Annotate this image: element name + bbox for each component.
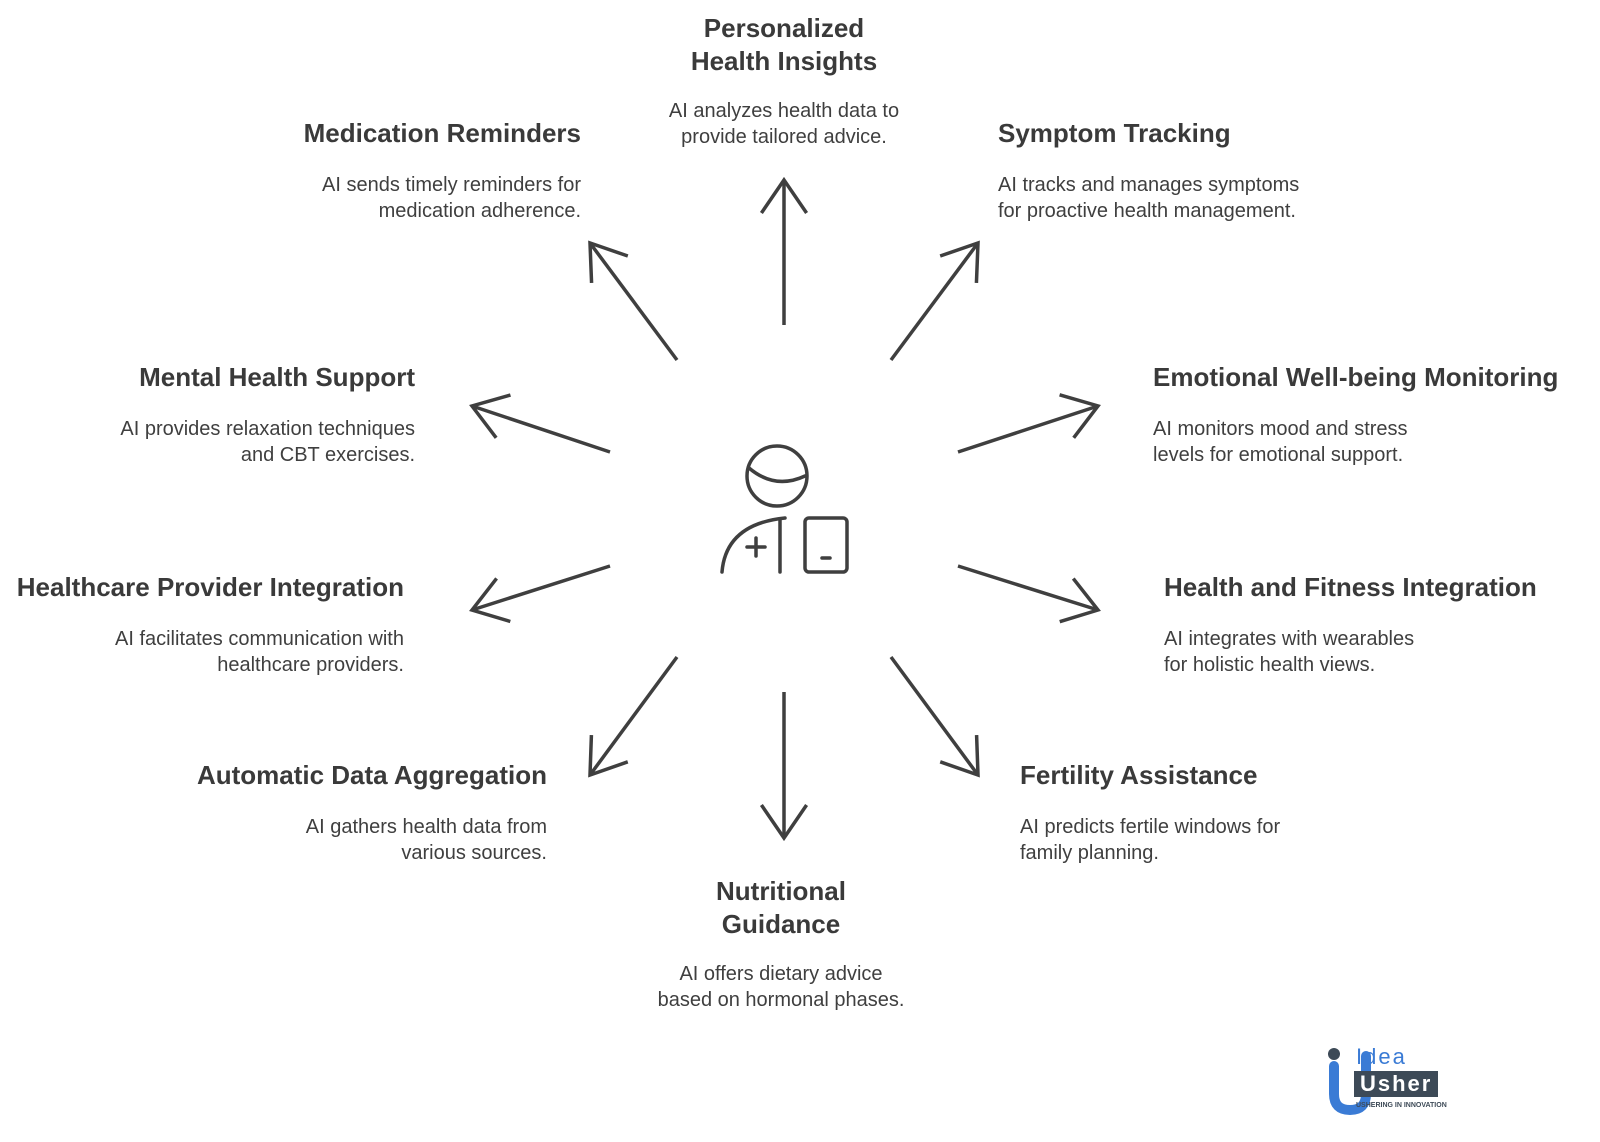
logo-text-idea: Idea (1356, 1044, 1407, 1069)
node-title: Health Insights (690, 46, 878, 76)
node-fertility-assistance: Fertility Assistance AI predicts fertile… (1020, 759, 1280, 866)
arrow-left-up (469, 393, 611, 454)
arrow-down (759, 692, 809, 842)
arrow-left-down (469, 564, 611, 624)
node-symptom-tracking: Symptom Tracking AI tracks and manages s… (998, 117, 1299, 224)
node-desc: levels for emotional support. (1153, 444, 1404, 466)
logo-tagline: USHERING IN INNOVATION (1356, 1102, 1447, 1109)
node-desc: AI predicts fertile windows for (1020, 816, 1281, 838)
node-title: Guidance (721, 909, 841, 939)
node-personalized-health-insights: Personalized Health Insights AI analyzes… (584, 12, 984, 150)
arrow-down-left (588, 655, 679, 778)
node-desc: AI analyzes health data to (668, 100, 900, 122)
node-desc: AI sends timely reminders for (322, 174, 581, 196)
node-desc: AI tracks and manages symptoms (998, 174, 1300, 196)
node-title: Healthcare Provider Integration (16, 572, 404, 602)
node-desc: medication adherence. (378, 200, 581, 222)
node-desc: AI integrates with wearables (1164, 628, 1415, 650)
node-desc: AI offers dietary advice (679, 963, 883, 985)
arrow-right-up (957, 393, 1101, 454)
node-healthcare-provider-integration: Healthcare Provider Integration AI facil… (17, 571, 404, 678)
node-title: Symptom Tracking (998, 118, 1231, 148)
logo-text-usher: Usher (1354, 1071, 1439, 1097)
node-desc: AI facilitates communication with (114, 628, 404, 650)
node-desc: various sources. (401, 842, 547, 864)
node-title: Automatic Data Aggregation (196, 760, 547, 790)
node-desc: AI provides relaxation techniques (120, 418, 415, 440)
arrow-right-down (957, 564, 1101, 624)
node-desc: for proactive health management. (998, 200, 1296, 222)
node-title: Mental Health Support (139, 362, 415, 392)
node-title: Fertility Assistance (1020, 760, 1258, 790)
node-emotional-wellbeing: Emotional Well-being Monitoring AI monit… (1153, 361, 1558, 468)
arrow-down-right (889, 655, 980, 778)
node-desc: healthcare providers. (217, 654, 404, 676)
arrow-up-left (588, 240, 679, 362)
node-desc: and CBT exercises. (240, 444, 415, 466)
ideausher-logo: Idea Usher USHERING IN INNOVATION (1328, 1044, 1526, 1136)
node-title: Emotional Well-being Monitoring (1153, 362, 1559, 392)
arrow-up-right (889, 240, 980, 362)
node-title: Nutritional (716, 876, 846, 906)
node-title: Personalized (703, 13, 865, 43)
node-desc: provide tailored advice. (681, 126, 887, 148)
node-title: Medication Reminders (303, 118, 581, 148)
node-desc: based on hormonal phases. (657, 989, 905, 1011)
node-medication-reminders: Medication Reminders AI sends timely rem… (304, 117, 581, 224)
node-mental-health-support: Mental Health Support AI provides relaxa… (120, 361, 415, 468)
node-automatic-data-aggregation: Automatic Data Aggregation AI gathers he… (197, 759, 547, 866)
node-desc: family planning. (1020, 842, 1159, 864)
node-desc: for holistic health views. (1164, 654, 1376, 676)
node-desc: AI gathers health data from (305, 816, 547, 838)
node-desc: AI monitors mood and stress (1153, 418, 1408, 440)
arrow-up (759, 176, 809, 325)
node-health-fitness-integration: Health and Fitness Integration AI integr… (1164, 571, 1537, 678)
node-title: Health and Fitness Integration (1164, 572, 1537, 602)
node-nutritional-guidance: Nutritional Guidance AI offers dietary a… (581, 875, 981, 1013)
